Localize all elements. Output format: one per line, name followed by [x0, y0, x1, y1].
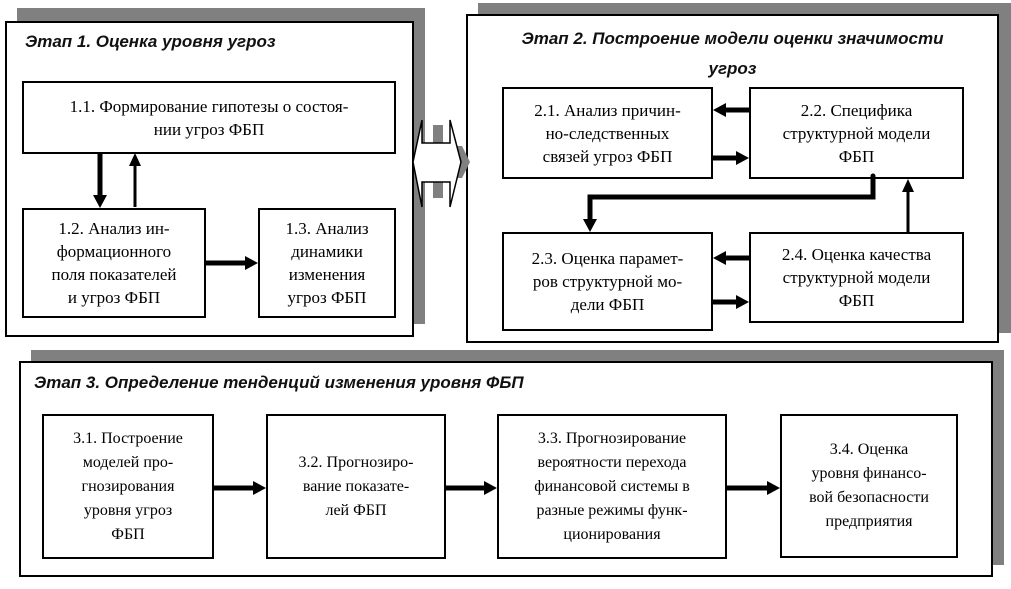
box-1-2: 1.2. Анализ ин- формационного поля показ…: [22, 208, 206, 318]
box-3-1-text: 3.1. Построение моделей про- гнозировани…: [73, 429, 183, 543]
box-1-1: 1.1. Формирование гипотезы о состоя- нии…: [22, 81, 396, 154]
box-2-4: 2.4. Оценка качества структурной модели …: [749, 232, 964, 323]
box-2-3: 2.3. Оценка парамет- ров структурной мо-…: [502, 232, 713, 331]
box-3-2: 3.2. Прогнозиро- вание показате- лей ФБП: [266, 414, 446, 559]
stage3-title: Этап 3. Определение тенденций изменения …: [34, 373, 524, 392]
stage2-title: Этап 2. Построение модели оценки значимо…: [521, 29, 944, 78]
box-3-4-text: 3.4. Оценка уровня финансо- вой безопасн…: [809, 441, 929, 530]
box-2-1-text: 2.1. Анализ причин- но-следственных связ…: [534, 100, 681, 166]
box-1-3-text: 1.3. Анализ динамики изменения угроз ФБП: [285, 219, 369, 307]
box-3-4: 3.4. Оценка уровня финансо- вой безопасн…: [780, 414, 958, 558]
box-3-3: 3.3. Прогнозирование вероятности переход…: [497, 414, 727, 559]
box-2-1: 2.1. Анализ причин- но-следственных связ…: [502, 87, 713, 179]
box-1-1-text: 1.1. Формирование гипотезы о состоя- нии…: [69, 96, 349, 139]
stage1-title: Этап 1. Оценка уровня угроз: [25, 32, 276, 51]
box-3-1: 3.1. Построение моделей про- гнозировани…: [42, 414, 214, 559]
box-2-2: 2.2. Специфика структурной модели ФБП: [749, 87, 964, 179]
box-1-2-text: 1.2. Анализ ин- формационного поля показ…: [51, 219, 177, 307]
box-1-3: 1.3. Анализ динамики изменения угроз ФБП: [258, 208, 396, 318]
box-3-2-text: 3.2. Прогнозиро- вание показате- лей ФБП: [298, 453, 414, 519]
box-2-3-text: 2.3. Оценка парамет- ров структурной мо-…: [531, 249, 684, 314]
box-2-4-text: 2.4. Оценка качества структурной модели …: [781, 245, 932, 310]
box-2-2-text: 2.2. Специфика структурной модели ФБП: [782, 100, 931, 166]
box-3-3-text: 3.3. Прогнозирование вероятности переход…: [534, 429, 690, 543]
